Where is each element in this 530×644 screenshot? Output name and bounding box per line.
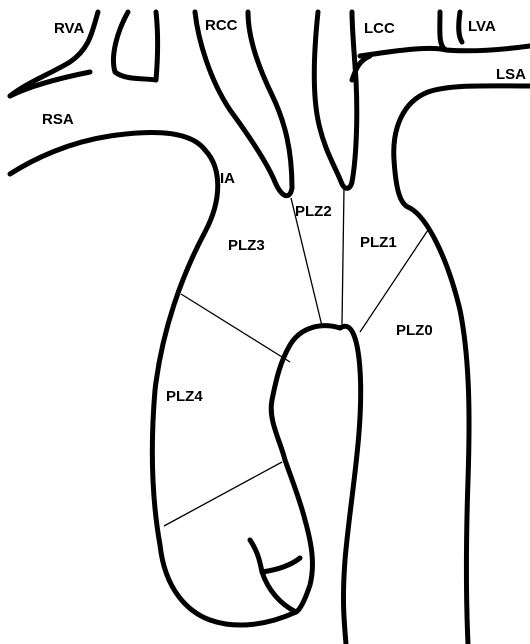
rcc-right-wall [248, 12, 292, 188]
lsa-lower-wall [394, 86, 530, 208]
lva-inner-wall [459, 12, 462, 42]
label-plz1: PLZ1 [360, 234, 397, 251]
vessel-outlines [10, 12, 530, 644]
lcc-left-wall [314, 12, 352, 188]
rsa-lower-wall [10, 133, 205, 174]
label-ia: IA [220, 170, 235, 187]
descending-aorta-outer-wall [410, 208, 469, 644]
plz3-plz4-divider [181, 294, 290, 362]
label-plz2: PLZ2 [295, 203, 332, 220]
label-rsa: RSA [42, 111, 74, 128]
plz4-root-divider [164, 462, 282, 526]
descending-aorta-inner-wall [340, 326, 361, 644]
label-rva: RVA [54, 20, 84, 37]
ascending-aorta-right-wall [152, 150, 217, 545]
label-plz3: PLZ3 [228, 237, 265, 254]
aortic-root [160, 545, 296, 625]
label-lva: LVA [468, 18, 496, 35]
label-lcc: LCC [364, 20, 395, 37]
label-rcc: RCC [205, 17, 238, 34]
lcc-right-wall [352, 12, 357, 182]
root-sinus-curve [262, 572, 296, 612]
root-notch [250, 540, 300, 572]
plz1-plz2-divider [342, 188, 344, 324]
rva-rcc-notch [113, 12, 157, 80]
lsa-upper-wall [360, 48, 446, 56]
label-lsa: LSA [496, 66, 526, 83]
label-plz4: PLZ4 [166, 388, 203, 405]
label-plz0: PLZ0 [396, 322, 433, 339]
